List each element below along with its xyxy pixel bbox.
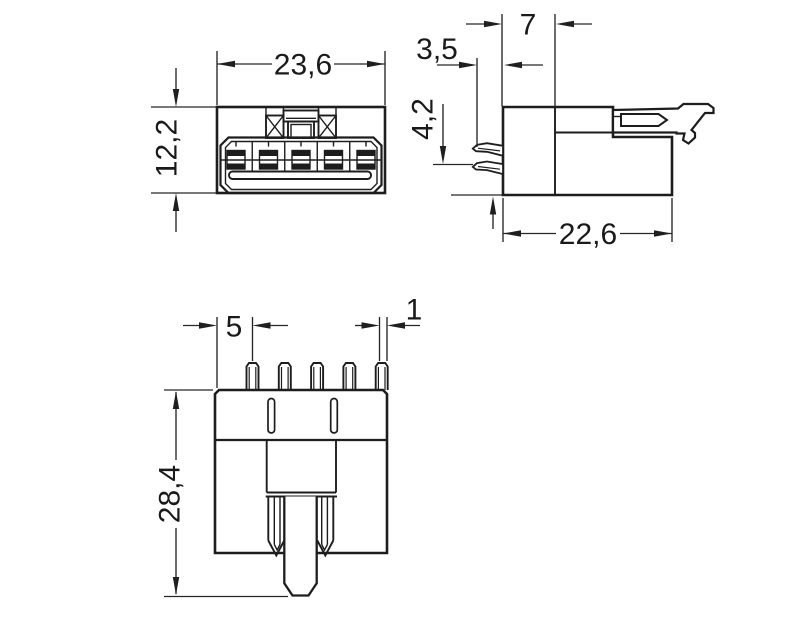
dim-side-pin-projection-label: 3,5 <box>416 33 458 66</box>
bottom-center-stem <box>283 496 318 597</box>
dim-side-pin-to-bottom-label: 4,2 <box>407 98 440 140</box>
arrowhead-right-icon <box>199 322 217 329</box>
arrowhead-right-icon <box>459 61 477 69</box>
dim-side-pin-projection: 3,5 <box>416 33 543 147</box>
arrowhead-left-icon <box>252 322 271 329</box>
pin-5 <box>374 362 389 390</box>
arrowhead-left-icon <box>217 60 235 68</box>
arrowhead-left-icon <box>556 20 574 28</box>
arrowhead-down-icon <box>172 577 180 595</box>
cavity-outer-wall <box>219 136 383 195</box>
male-blade <box>620 113 669 127</box>
dim-side-hood-depth-label: 7 <box>520 9 537 42</box>
latch-bar <box>282 109 320 123</box>
dim-side-pin-to-bottom: 4,2 <box>407 98 502 229</box>
arrowhead-up-icon <box>172 391 180 409</box>
dim-bottom-pin-edge-label: 5 <box>226 311 243 344</box>
contact-2 <box>253 141 284 170</box>
dim-bottom-pin-edge: 5 <box>183 311 288 388</box>
flange-slot-left <box>267 397 276 434</box>
contact-5 <box>350 141 381 170</box>
arrowhead-left-icon <box>504 61 522 69</box>
dim-front-height-label: 12,2 <box>151 119 184 177</box>
arrowhead-left-icon <box>387 322 405 329</box>
dim-side-housing-depth: 22,6 <box>502 198 673 251</box>
dim-bottom-overall-length: 28,4 <box>154 389 288 598</box>
arrowhead-up-icon <box>489 196 497 215</box>
bottom-housing-body <box>213 388 389 555</box>
arrowhead-up-icon <box>172 193 180 211</box>
arrowhead-down-icon <box>439 146 447 164</box>
arrowhead-right-icon <box>361 322 380 329</box>
arrowhead-right-icon <box>367 60 385 68</box>
pin-2 <box>277 362 292 390</box>
flange-slot-right <box>329 397 339 434</box>
bottom-solder-pins <box>245 362 389 390</box>
contact-3 <box>285 141 317 170</box>
side-housing-body <box>501 105 674 197</box>
front-view: 23,6 12,2 <box>151 49 387 232</box>
arrowhead-right-icon <box>484 20 502 28</box>
dim-bottom-overall-length-label: 28,4 <box>154 465 187 523</box>
dim-front-height: 12,2 <box>151 68 216 232</box>
dim-bottom-pin-width: 1 <box>355 294 423 361</box>
dim-side-housing-depth-label: 22,6 <box>559 218 617 251</box>
bottom-latch-prongs <box>267 496 335 558</box>
pin-3 <box>310 362 325 390</box>
dim-front-width: 23,6 <box>216 49 386 105</box>
front-latch-assembly <box>265 107 337 139</box>
arrowhead-left-icon <box>503 230 521 237</box>
pin-1 <box>245 362 260 390</box>
dim-front-width-label: 23,6 <box>274 49 332 82</box>
arrowhead-down-icon <box>172 89 180 107</box>
side-latch-and-blade <box>611 102 715 145</box>
cavity-keying-bar <box>228 170 372 180</box>
contact-4 <box>318 141 349 170</box>
side-solder-pins <box>471 142 504 176</box>
dim-side-hood-depth: 7 <box>466 9 592 107</box>
arrowhead-right-icon <box>654 230 672 237</box>
front-contacts <box>220 141 381 170</box>
dim-bottom-pin-width-label: 1 <box>406 294 423 327</box>
side-view: 7 3,5 4,2 22,6 <box>407 9 715 251</box>
contact-1 <box>220 141 252 170</box>
bottom-view: 5 1 28,4 <box>154 294 423 598</box>
bottom-center-block <box>265 440 337 498</box>
pin-4 <box>342 362 357 390</box>
